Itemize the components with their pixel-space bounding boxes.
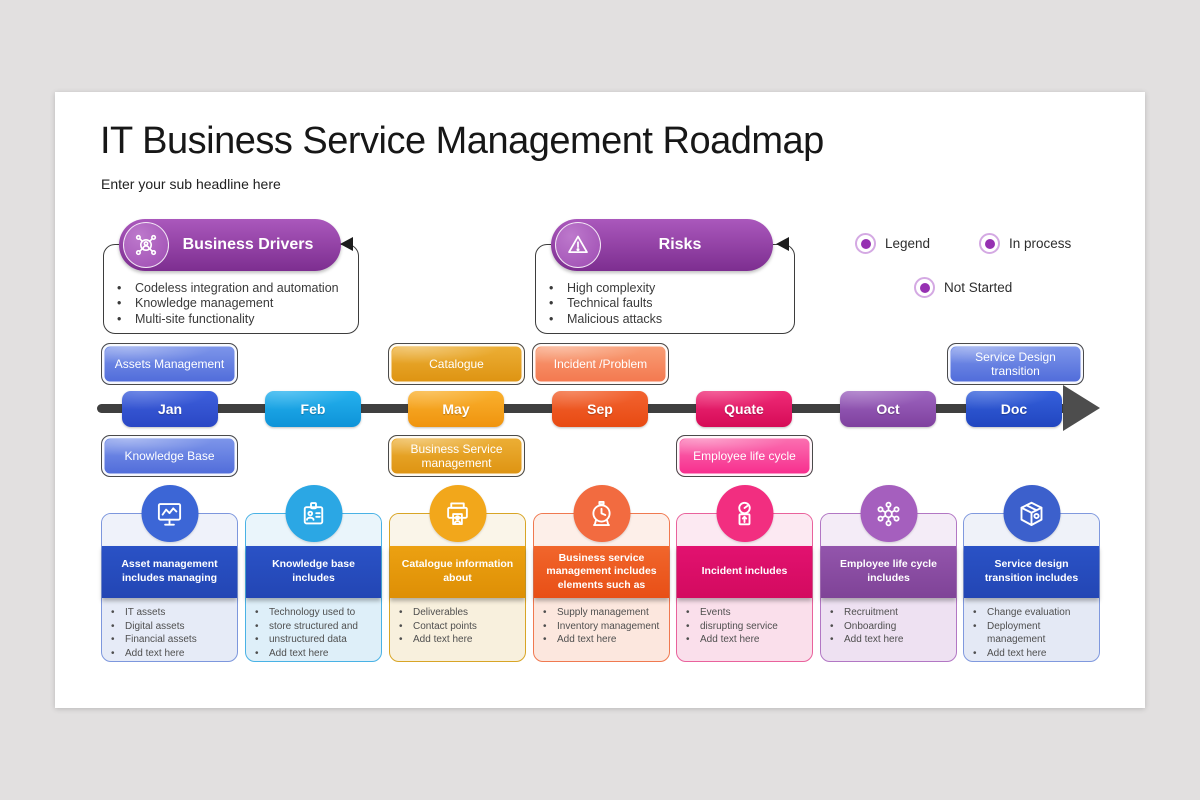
list-item: Technical faults	[536, 296, 788, 312]
timeline-month-feb: Feb	[265, 391, 361, 427]
card-business-service-management: Business service management includes ele…	[533, 485, 670, 662]
slide: IT Business Service Management Roadmap E…	[55, 92, 1145, 708]
callout-title: Business Drivers	[182, 236, 314, 253]
card-knowledge-base: Knowledge base includes Technology used …	[245, 485, 382, 662]
legend-item: In process	[979, 233, 1071, 254]
card-list: IT assets Digital assets Financial asset…	[102, 598, 237, 660]
card-asset-management: Asset management includes managing IT as…	[101, 485, 238, 662]
legend-label: Legend	[885, 236, 931, 251]
list-item: Add text here	[390, 633, 523, 647]
list-item: Digital assets	[102, 620, 235, 634]
timeline-arrow-icon	[1063, 385, 1100, 431]
status-dot-icon	[979, 233, 1000, 254]
status-dot-icon	[855, 233, 876, 254]
alarm-clock-icon	[573, 485, 630, 542]
card-title: Business service management includes ele…	[534, 546, 669, 598]
status-dot-icon	[914, 277, 935, 298]
card-title: Catalogue information about	[390, 546, 525, 598]
list-item: store structured and	[246, 620, 379, 634]
list-item: Events	[677, 606, 810, 620]
card-title: Knowledge base includes	[246, 546, 381, 598]
milestone-knowledge-base: Knowledge Base	[101, 435, 238, 477]
timeline-month-doc: Doc	[966, 391, 1062, 427]
timeline-month-sep: Sep	[552, 391, 648, 427]
list-item: Malicious attacks	[536, 312, 788, 328]
list-item: Add text here	[677, 633, 810, 647]
network-icon	[860, 485, 917, 542]
card-service-design-transition: Service design transition includes Chang…	[963, 485, 1100, 662]
list-item: Contact points	[390, 620, 523, 634]
network-user-icon	[123, 222, 169, 268]
milestone-service-design-transition: Service Design transition	[947, 343, 1084, 385]
risks-list: High complexity Technical faults Malicio…	[536, 245, 794, 327]
list-item: Add text here	[246, 647, 379, 661]
id-badge-icon	[285, 485, 342, 542]
card-employee-life-cycle: Employee life cycle includes Recruitment…	[820, 485, 957, 662]
list-item: Deliverables	[390, 606, 523, 620]
page-title: IT Business Service Management Roadmap	[100, 120, 824, 162]
milestone-employee-life-cycle: Employee life cycle	[676, 435, 813, 477]
monitor-chart-icon	[141, 485, 198, 542]
list-item: Add text here	[102, 647, 235, 661]
timeline-month-may: May	[408, 391, 504, 427]
arrow-icon	[776, 237, 789, 251]
list-item: Deployment management	[964, 620, 1097, 647]
card-list: Recruitment Onboarding Add text here	[821, 598, 956, 647]
arrow-icon	[340, 237, 353, 251]
scale-icon	[716, 485, 773, 542]
business-drivers-pill: Business Drivers	[119, 219, 341, 271]
risks-callout: Risks High complexity Technical faults M…	[535, 219, 795, 334]
card-list: Events disrupting service Add text here	[677, 598, 812, 647]
card-title: Service design transition includes	[964, 546, 1099, 598]
card-title: Incident includes	[677, 546, 812, 598]
list-item: Knowledge management	[104, 296, 352, 312]
list-item: Financial assets	[102, 633, 235, 647]
warning-icon	[555, 222, 601, 268]
milestone-catalogue: Catalogue	[388, 343, 525, 385]
list-item: Multi-site functionality	[104, 312, 352, 328]
card-catalogue-information: Catalogue information about Deliverables…	[389, 485, 526, 662]
callout-title: Risks	[658, 236, 702, 253]
list-item: Technology used to	[246, 606, 379, 620]
package-icon	[1003, 485, 1060, 542]
list-item: Add text here	[964, 647, 1097, 661]
milestone-incident-problem: Incident /Problem	[532, 343, 669, 385]
list-item: disrupting service	[677, 620, 810, 634]
list-item: Supply management	[534, 606, 667, 620]
list-item: Onboarding	[821, 620, 954, 634]
legend-item: Not Started	[914, 277, 1012, 298]
card-list: Supply management Inventory management A…	[534, 598, 669, 647]
list-item: Add text here	[821, 633, 954, 647]
legend-label: In process	[1009, 236, 1072, 251]
printer-icon	[429, 485, 486, 542]
risks-pill: Risks	[551, 219, 773, 271]
milestone-business-service-management: Business Service management	[388, 435, 525, 477]
card-list: Technology used to store structured and …	[246, 598, 381, 660]
card-title: Asset management includes managing	[102, 546, 237, 598]
timeline-month-quate: Quate	[696, 391, 792, 427]
milestone-assets-management: Assets Management	[101, 343, 238, 385]
list-item: Recruitment	[821, 606, 954, 620]
list-item: Inventory management	[534, 620, 667, 634]
business-drivers-callout: Business Drivers Codeless integration an…	[103, 219, 359, 334]
timeline-month-jan: Jan	[122, 391, 218, 427]
timeline-month-oct: Oct	[840, 391, 936, 427]
list-item: High complexity	[536, 281, 788, 297]
list-item: IT assets	[102, 606, 235, 620]
card-list: Deliverables Contact points Add text her…	[390, 598, 525, 647]
card-incident: Incident includes Events disrupting serv…	[676, 485, 813, 662]
card-title: Employee life cycle includes	[821, 546, 956, 598]
list-item: Change evaluation	[964, 606, 1097, 620]
list-item: Add text here	[534, 633, 667, 647]
list-item: unstructured data	[246, 633, 379, 647]
business-drivers-list: Codeless integration and automation Know…	[104, 245, 358, 327]
legend-item: Legend	[855, 233, 930, 254]
legend-label: Not Started	[944, 280, 1013, 295]
card-list: Change evaluation Deployment management …	[964, 598, 1099, 660]
page-subtitle: Enter your sub headline here	[101, 176, 281, 192]
list-item: Codeless integration and automation	[104, 281, 352, 297]
